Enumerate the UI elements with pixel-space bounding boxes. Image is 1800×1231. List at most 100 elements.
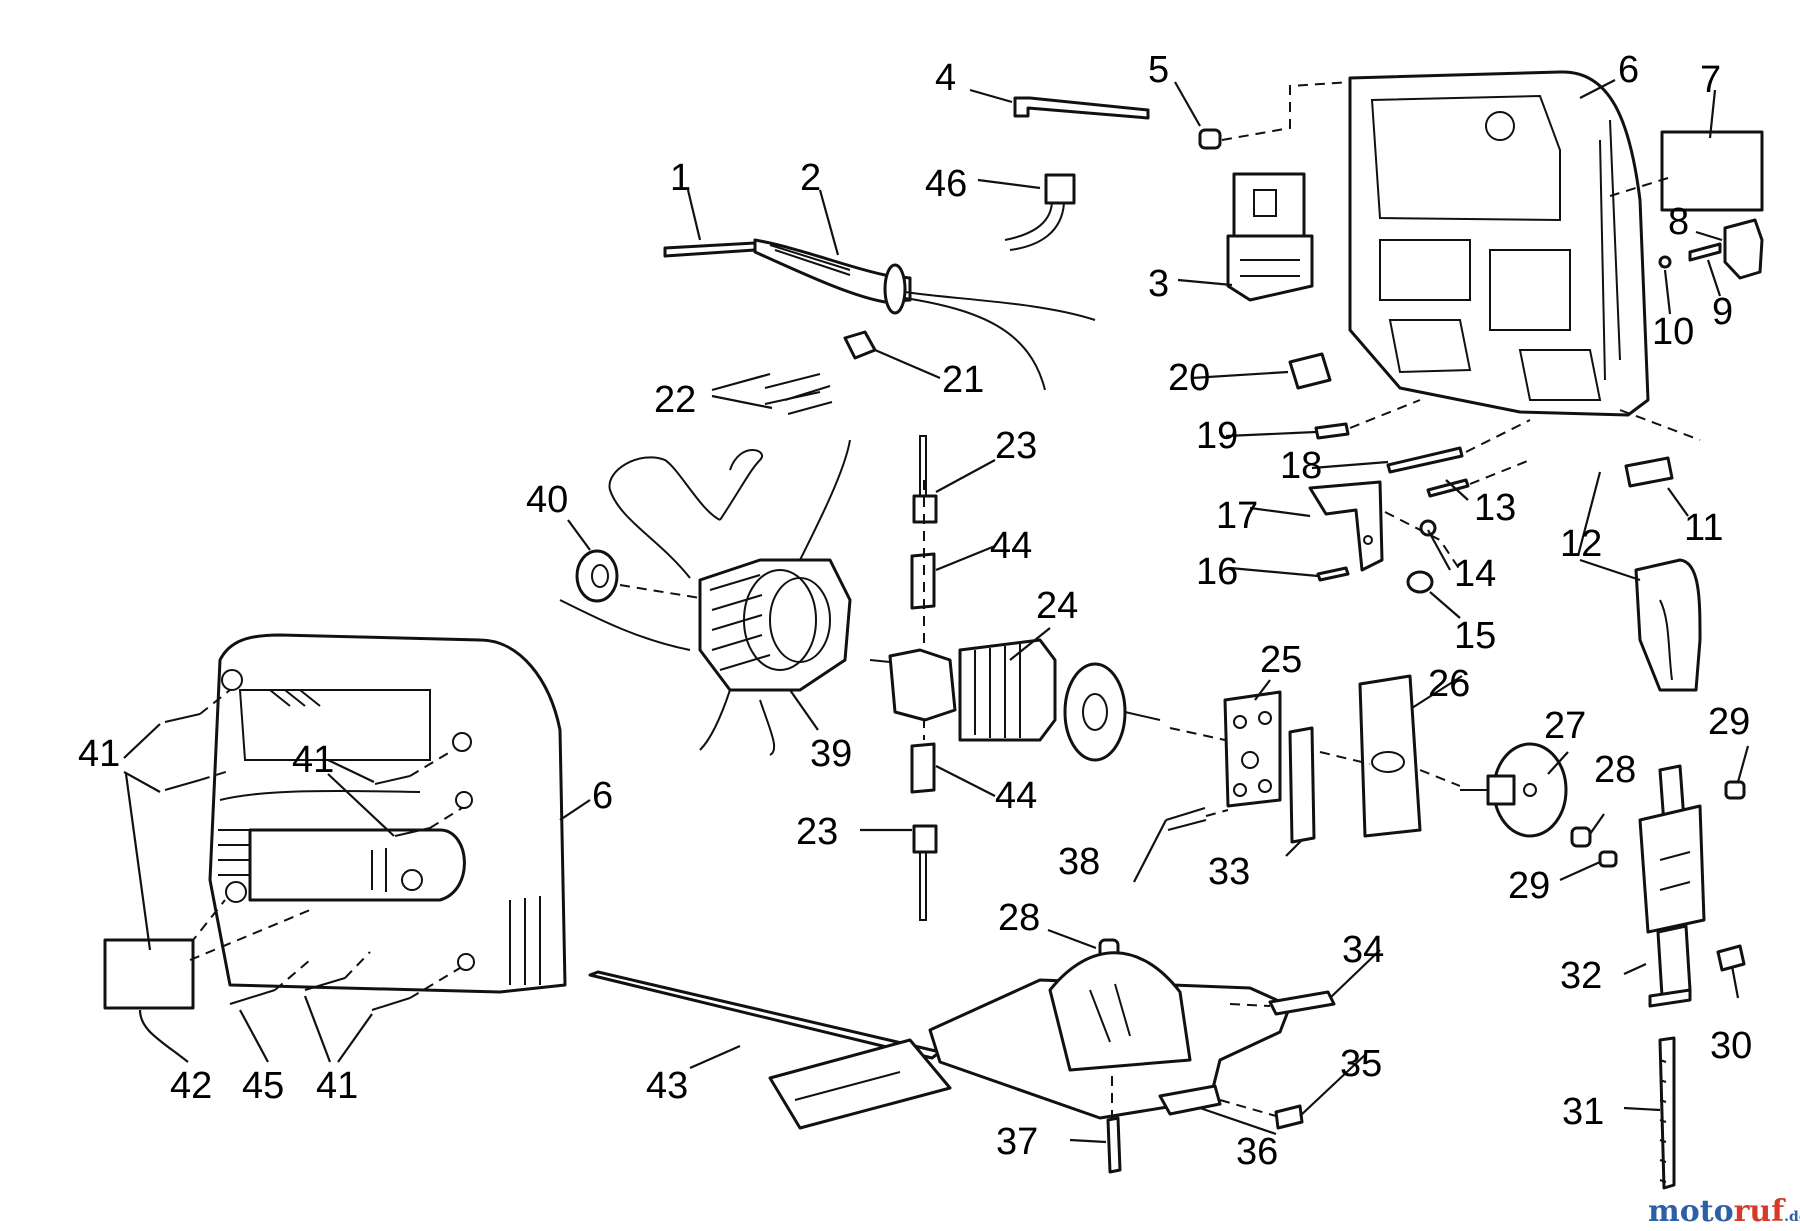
callout-46: 46 [925,163,967,205]
callout-12: 12 [1560,523,1602,565]
switch [1226,172,1314,302]
pin [1386,446,1464,474]
shoe-screw [1106,1116,1122,1174]
callout-28-right: 28 [1594,749,1636,791]
armature [869,638,1161,762]
base-shoe [928,951,1292,1120]
bearing [575,549,701,603]
callout-7: 7 [1700,59,1721,101]
callout-23-upper: 23 [995,425,1037,467]
rod [1426,478,1470,498]
washer-a [1598,850,1618,868]
callout-42: 42 [170,1065,212,1107]
callout-17: 17 [1216,495,1258,537]
callout-33: 33 [1208,851,1250,893]
leader-lines [123,79,1750,1144]
callout-20: 20 [1168,357,1210,399]
callout-30: 30 [1710,1025,1752,1067]
callout-labels: 1 2 4 5 6 7 46 3 8 9 10 20 19 18 13 11 1… [78,49,1752,1173]
callout-24: 24 [1036,585,1078,627]
drive-gear [1419,742,1568,838]
saw-blade [1658,1036,1676,1190]
callout-27: 27 [1544,705,1586,747]
switch-pad [1288,352,1332,390]
callout-23-lower: 23 [796,811,838,853]
callout-2: 2 [800,157,821,199]
callout-31: 31 [1562,1091,1604,1133]
nut [1198,81,1353,150]
hex-key [1013,96,1150,120]
callout-34: 34 [1342,929,1384,971]
callout-36: 36 [1236,1131,1278,1173]
callout-8: 8 [1668,201,1689,243]
scale [1268,990,1336,1016]
callout-1: 1 [670,157,691,199]
roller [1570,826,1592,848]
brush-assembly-upper [910,435,938,740]
callout-5: 5 [1148,49,1169,91]
watermark-tld: .de [1784,1209,1800,1225]
callout-38: 38 [1058,841,1100,883]
callout-28-lower: 28 [998,897,1040,939]
small-ball [1419,519,1437,537]
housing-left [208,633,567,994]
plate [1314,422,1350,440]
housing-label [103,938,195,1010]
callout-26: 26 [1428,663,1470,705]
callout-9: 9 [1712,291,1733,333]
callout-6-right: 6 [1618,49,1639,91]
callout-45: 45 [242,1065,284,1107]
label-plate [1660,130,1764,212]
callout-43: 43 [646,1065,688,1107]
washer-b [1724,780,1746,800]
callout-4: 4 [935,57,956,99]
pin-small [1316,566,1350,582]
plunger-assembly [1638,764,1706,1008]
callout-18: 18 [1280,445,1322,487]
power-cord [663,238,1096,391]
callout-44-lower: 44 [995,775,1037,817]
gear-plate [1288,726,1316,844]
callout-29-left: 29 [1508,865,1550,907]
clip [1624,456,1674,488]
bracket [1308,480,1384,572]
set-screw [1716,944,1746,972]
block-screw [1165,807,1207,831]
watermark-logo: motoruf.de [1648,1194,1800,1229]
callout-13: 13 [1474,487,1516,529]
callout-41-upper-mid: 41 [292,739,334,781]
callout-6-left: 6 [592,775,613,817]
callout-44-upper: 44 [990,525,1032,567]
callout-39: 39 [810,733,852,775]
blade-guard [1634,558,1702,692]
callout-14: 14 [1454,553,1496,595]
callout-41-upper-left: 41 [78,733,120,775]
callout-10: 10 [1652,311,1694,353]
callout-16: 16 [1196,551,1238,593]
guide-rail [588,970,952,1130]
callout-40: 40 [526,479,568,521]
callout-3: 3 [1148,263,1169,305]
housing-screws [149,689,463,1011]
watermark-brand: moto [1648,1194,1734,1229]
gear-block [1169,690,1282,808]
callout-25: 25 [1260,639,1302,681]
cord-clamp [764,330,877,415]
switch-lead [1004,173,1076,251]
callout-22: 22 [654,379,696,421]
callout-32: 32 [1560,955,1602,997]
callout-19: 19 [1196,415,1238,457]
watermark-accent: ruf [1733,1194,1785,1229]
knob-assembly [1658,218,1764,280]
callout-41-lower: 41 [316,1065,358,1107]
housing-right [1348,70,1650,417]
bearing-plate [1319,674,1422,838]
callout-29-right: 29 [1708,701,1750,743]
bushing [1406,570,1434,594]
callout-11: 11 [1684,507,1723,549]
callout-15: 15 [1454,615,1496,657]
callout-37: 37 [996,1121,1038,1163]
callout-21: 21 [942,359,984,401]
